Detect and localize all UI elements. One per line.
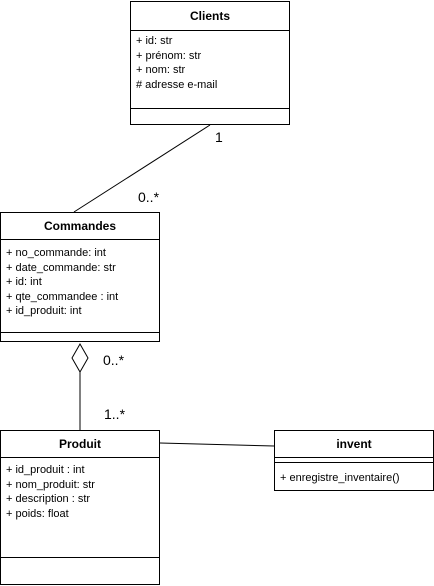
attribute: + nom_produit: str — [6, 478, 95, 491]
association-clients-commandes[interactable] — [73, 124, 211, 213]
multiplicity-clients-end: 1 — [215, 129, 223, 145]
attribute: + poids: float — [6, 507, 69, 520]
class-invent-attributes-separator — [275, 462, 433, 463]
multiplicity-commandes-end: 0..* — [138, 189, 160, 205]
attribute: + prénom: str — [136, 49, 202, 62]
class-commandes-attributes: + no_commande: int + date_commande: str … — [1, 246, 159, 319]
operation: + enregistre_inventaire() — [280, 472, 400, 484]
class-clients-title: Clients — [131, 2, 289, 31]
class-produit[interactable]: Produit + id_produit : int + nom_produit… — [0, 430, 160, 585]
attribute: + description : str — [6, 493, 91, 505]
attribute: + nom: str — [136, 64, 186, 76]
class-produit-separator — [1, 557, 159, 558]
class-invent-title: invent — [275, 431, 433, 458]
class-commandes[interactable]: Commandes + no_commande: int + date_comm… — [0, 212, 160, 342]
class-invent-operations: + enregistre_inventaire() — [275, 471, 433, 485]
attribute: + qte_commandee : int — [6, 290, 119, 303]
multiplicity-aggregation-whole: 0..* — [103, 352, 125, 368]
attribute: + id: int — [6, 276, 42, 288]
multiplicity-aggregation-part: 1..* — [104, 406, 126, 422]
attribute: # adresse e-mail — [136, 78, 218, 91]
attribute: + no_commande: int — [6, 247, 106, 259]
attribute: + id_produit: int — [6, 305, 82, 317]
attribute: + id: str — [136, 35, 173, 47]
attribute: + date_commande: str — [6, 261, 116, 274]
class-clients-separator — [131, 108, 289, 109]
attribute: + id_produit : int — [6, 464, 85, 476]
class-commandes-separator — [1, 332, 159, 333]
association-produit-invent[interactable] — [159, 442, 275, 447]
class-invent[interactable]: invent + enregistre_inventaire() — [274, 430, 434, 491]
class-clients-attributes: + id: str + prénom: str + nom: str # adr… — [131, 34, 289, 92]
class-produit-attributes: + id_produit : int + nom_produit: str + … — [1, 463, 159, 521]
class-commandes-title: Commandes — [1, 213, 159, 240]
aggregation-diamond — [71, 342, 89, 374]
class-clients[interactable]: Clients + id: str + prénom: str + nom: s… — [130, 1, 290, 125]
class-produit-title: Produit — [1, 431, 159, 458]
